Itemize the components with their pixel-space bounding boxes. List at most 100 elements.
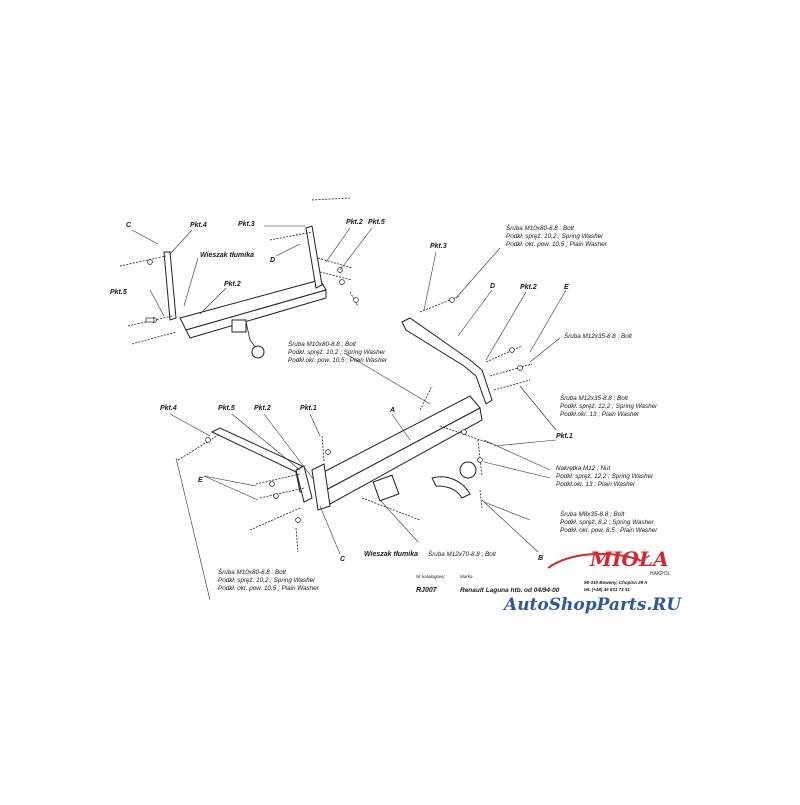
logo-address: 96-330 Boweny, Chopina 29 A (584, 580, 647, 585)
main-assembly: Pkt.4 Pkt.5 Pkt.2 Pkt.1 A E C B Wieszak … (160, 353, 658, 601)
washer (269, 481, 275, 487)
label-e: E (564, 284, 569, 291)
washer (147, 259, 153, 265)
note-washer-plain-10-main: Podkł. okr. pow. 10,5 ; Plain Washer (218, 585, 320, 592)
label-e: E (198, 477, 203, 484)
label-pkt1: Pkt.1 (556, 433, 573, 440)
washer (339, 279, 345, 285)
bolt (419, 295, 461, 313)
label-pkt5: Pkt.5 (110, 289, 127, 296)
main-socket-plate (372, 474, 400, 502)
washer (295, 517, 301, 523)
label-pkt2: Pkt.2 (224, 281, 241, 288)
label-pkt3: Pkt.3 (430, 243, 447, 250)
leader-line (169, 229, 193, 255)
leader-line (131, 229, 159, 245)
label-pkt5: Pkt.5 (368, 219, 385, 226)
title-code: RJ007 (416, 587, 438, 594)
washer (273, 493, 279, 499)
washer (517, 365, 523, 371)
main-end-plate (311, 463, 331, 511)
note-bolt-m10-right: Śruba M10x80-8.8 ; Bolt (506, 223, 574, 232)
leader-line (339, 227, 373, 271)
leader-line (203, 475, 257, 487)
bolt (295, 527, 299, 553)
title-brand: Renault Laguna htb. (460, 587, 523, 594)
note-bolt-m12x35-b: Śruba M12x35-8.8 ; Bolt (560, 393, 628, 402)
leader-line (519, 385, 557, 431)
title-head-brand: Marka (460, 574, 473, 579)
logo-sub: HAKPOL (650, 571, 671, 577)
note-washer-plain-right: Podkł. okr. pow. 10,5 ; Plain Washer (506, 241, 608, 248)
main-towball-neck (431, 476, 471, 499)
label-pkt4: Pkt.4 (190, 222, 207, 229)
top-assembly: C Pkt.4 Pkt.3 D Pkt.2 Pkt.5 Wieszak tłum… (110, 197, 388, 364)
bolt (419, 385, 433, 411)
note-bolt-m8: Śruba M8x35-8.8 ; Bolt (560, 509, 625, 518)
label-pkt4: Pkt.4 (160, 405, 177, 412)
leader-line (175, 457, 211, 601)
leader-line (483, 461, 551, 479)
label-pkt1: Pkt.1 (300, 405, 317, 412)
note-washer-spring-right: Podkł. spręż. 10,2 ; Spring Washer (506, 233, 604, 240)
bolt (269, 231, 313, 241)
note-bolt-m12x70: Śruba M12x70-8.8 ; Bolt (428, 549, 496, 558)
bolt (321, 435, 325, 463)
note-washer-plain-13: Podkł.okr. 13 ; Plain Washer (560, 411, 640, 418)
bolt (259, 487, 305, 499)
label-c: C (340, 556, 346, 563)
title-block: Nr katalogowy Marka RJ007 Renault Laguna… (416, 574, 560, 594)
washer (449, 297, 455, 303)
label-pkt2: Pkt.2 (520, 284, 537, 291)
leader-line (231, 413, 301, 471)
washer (477, 457, 483, 463)
watermark-text: AutoShopParts.RU (502, 595, 682, 615)
right-bracket (401, 317, 493, 405)
bolt (177, 433, 221, 461)
bolt (493, 379, 531, 391)
bolt (127, 315, 173, 327)
main-towball (459, 461, 477, 479)
bolt (319, 271, 353, 281)
bolt (479, 489, 483, 509)
washer (205, 437, 211, 443)
top-right-arm (305, 225, 323, 289)
label-pkt2: Pkt.2 (346, 219, 363, 226)
label-d: D (490, 283, 495, 290)
logo-name: MIOŁA (589, 547, 669, 571)
leader-line (319, 505, 341, 555)
title-year: od 04/94-00 (524, 587, 560, 594)
main-crossbar (315, 395, 481, 491)
note-washer-spring-12: Podkł. spręż. 12,2 ; Spring Washer (560, 403, 658, 410)
label-b: B (538, 555, 543, 562)
washer (509, 347, 515, 353)
leader-line (481, 499, 539, 553)
logo-swoosh (547, 552, 641, 569)
top-crossbar (179, 279, 327, 331)
leader-line (423, 251, 437, 311)
bolt (255, 473, 301, 485)
leader-line (457, 289, 493, 337)
label-wieszak: Wieszak tłumika (200, 252, 254, 259)
leader-line (169, 413, 211, 437)
leader-line (149, 289, 165, 317)
label-d: D (270, 257, 275, 264)
leader-line (391, 413, 411, 441)
leader-line (325, 227, 351, 263)
bolt (317, 257, 353, 269)
leader-line (263, 413, 315, 481)
bolt (489, 363, 533, 377)
label-a: A (389, 407, 395, 414)
label-pkt5: Pkt.5 (218, 405, 235, 412)
note-washer-plain-13-main: Podkł.okr. 13 ; Plain Washer (556, 481, 636, 488)
leader-line (275, 243, 301, 257)
right-bracket-assembly: Pkt.3 D Pkt.2 E Pkt.1 Śruba M10x80-8.8 ;… (401, 223, 658, 440)
leader-line (203, 475, 259, 501)
label-pkt2: Pkt.2 (254, 405, 271, 412)
bolt (361, 497, 421, 521)
bolt (131, 331, 177, 345)
bolt (249, 507, 301, 531)
washer (325, 449, 331, 455)
